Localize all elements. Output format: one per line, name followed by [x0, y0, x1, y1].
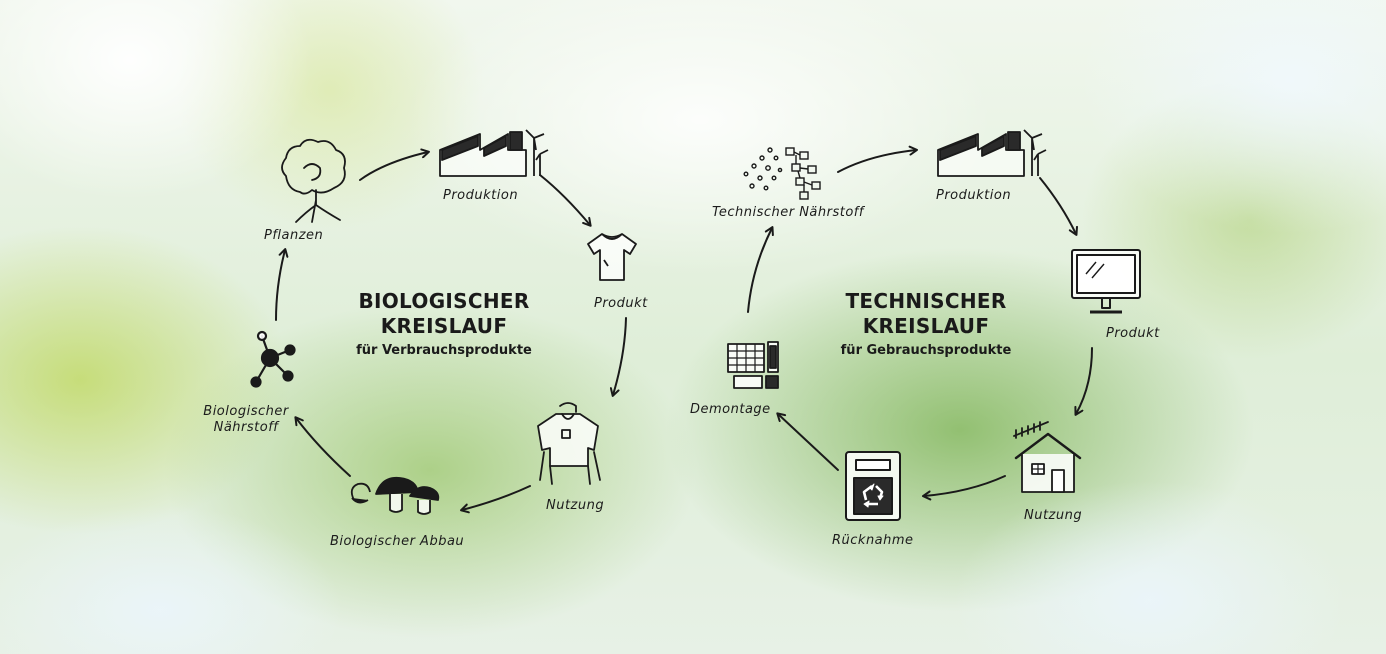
factory-icon — [439, 129, 549, 177]
arrow-nutzung-to-abbau — [460, 485, 531, 514]
arrow-naehrstoff-to-produktion — [837, 145, 918, 173]
person-wearing-shirt-icon — [537, 402, 601, 485]
technical-title-line2: KREISLAUF — [862, 314, 990, 338]
technical-nutrient-flowchart-icon — [743, 147, 821, 200]
label-produkt-bio: Produkt — [594, 296, 648, 311]
technical-title-line1: TECHNISCHER — [845, 289, 1007, 313]
arrow-abbau-to-naehrstoff — [294, 416, 351, 477]
arrow-produktion-to-produkt-tech — [1039, 177, 1078, 236]
label-biologischer-naehrstoff-line2: Nährstoff — [213, 420, 279, 435]
label-produkt-tech: Produkt — [1106, 326, 1160, 341]
molecule-icon — [250, 330, 296, 388]
label-produktion-bio: Produktion — [443, 188, 519, 203]
arrow-demontage-to-naehrstoff — [747, 226, 774, 313]
label-nutzung-bio: Nutzung — [546, 498, 605, 513]
tree-icon — [281, 138, 346, 223]
biological-cycle-title: BIOLOGISCHER KREISLAUF für Verbrauchspro… — [334, 289, 554, 358]
arrow-produktion-to-produkt — [539, 174, 592, 227]
factory-icon-tech — [937, 129, 1047, 177]
house-with-antenna-icon — [1013, 421, 1082, 493]
mushrooms-icon — [350, 476, 440, 515]
biological-subtitle: für Verbrauchsprodukte — [356, 343, 532, 358]
arrow-ruecknahme-to-demontage — [776, 412, 839, 471]
label-biologischer-abbau: Biologischer Abbau — [330, 534, 465, 549]
label-biologischer-naehrstoff-line1: Biologischer — [203, 404, 289, 419]
recycling-bin-icon — [845, 451, 901, 521]
technical-cycle-title: TECHNISCHER KREISLAUF für Gebrauchsprodu… — [816, 289, 1036, 358]
label-demontage: Demontage — [690, 402, 771, 417]
arrow-pflanzen-to-produktion — [359, 148, 430, 181]
arrow-naehrstoff-to-pflanzen — [275, 248, 289, 321]
label-technischer-naehrstoff: Technischer Nährstoff — [712, 205, 864, 220]
biological-title-line1: BIOLOGISCHER — [358, 289, 530, 313]
biological-title-line2: KREISLAUF — [380, 314, 508, 338]
label-nutzung-tech: Nutzung — [1024, 508, 1083, 523]
arrow-nutzung-to-ruecknahme — [922, 475, 1006, 501]
monitor-icon — [1071, 249, 1141, 314]
label-produktion-tech: Produktion — [936, 188, 1012, 203]
arrow-produkt-to-nutzung-tech — [1074, 347, 1093, 416]
label-pflanzen: Pflanzen — [264, 228, 324, 243]
label-biologischer-naehrstoff: Biologischer Nährstoff — [196, 404, 296, 436]
label-ruecknahme: Rücknahme — [832, 533, 914, 548]
technical-subtitle: für Gebrauchsprodukte — [840, 343, 1012, 358]
arrow-produkt-to-nutzung — [609, 317, 627, 397]
disassembly-components-icon — [727, 341, 779, 389]
tshirt-icon — [587, 233, 637, 281]
